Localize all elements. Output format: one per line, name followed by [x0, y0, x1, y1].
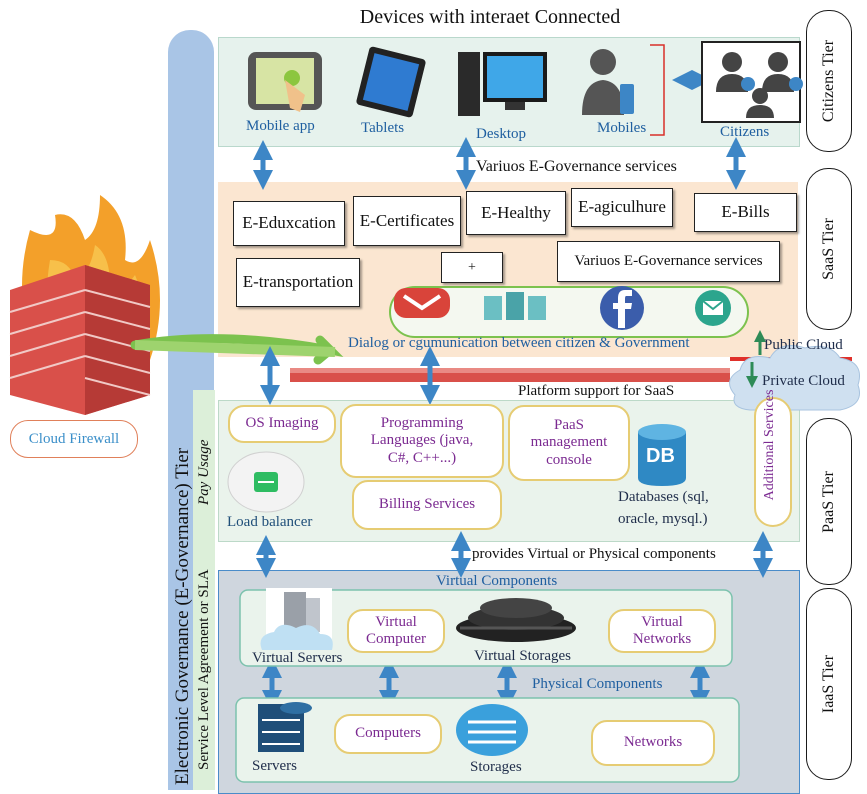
diagram-title: Devices with interaet Connected — [359, 6, 621, 28]
firewall-arrow — [134, 340, 336, 357]
person-mobile-icon — [582, 44, 665, 136]
e-education-box: E-Eduxcation — [233, 201, 345, 246]
paas-console-oval: PaaS management console — [508, 405, 630, 481]
os-imaging-oval: OS Imaging — [228, 405, 336, 443]
services-label: Variuos E-Governance services — [476, 158, 677, 175]
plus-box: + — [441, 252, 503, 283]
citizens-group-icon — [701, 41, 803, 123]
virtual-networks-oval: Virtual Networks — [608, 609, 716, 653]
additional-services-label: Additional Services — [762, 389, 777, 501]
desktop-label: Desktop — [476, 126, 526, 142]
desktop-icon — [458, 52, 547, 116]
virtual-computer-oval: Virtual Computer — [347, 609, 445, 653]
firewall-icon — [9, 195, 160, 415]
private-cloud-label: Private Cloud — [762, 373, 845, 389]
storage-disks-icon — [456, 598, 576, 642]
public-cloud-label: Public Cloud — [764, 337, 843, 353]
virtual-components-label: Virtual Components — [436, 573, 558, 589]
load-balancer-icon — [227, 451, 305, 513]
storage-cylinder-icon — [456, 704, 528, 756]
server-rack-icon — [484, 292, 546, 320]
programming-languages-oval: Programming Languages (java, C#, C++...) — [340, 404, 504, 478]
public-cloud-shape — [729, 345, 860, 411]
virtual-servers-label: Virtual Servers — [252, 650, 343, 666]
server-stack-icon — [258, 702, 312, 752]
mobiles-label: Mobiles — [597, 120, 647, 136]
platform-bar — [290, 368, 730, 382]
gmail-icon — [394, 288, 450, 318]
paas-tier-pill: PaaS Tier — [806, 418, 852, 585]
database-icon — [638, 424, 686, 486]
dialog-label: Dialog or cgumunication between citizen … — [348, 335, 690, 351]
cloud-firewall-pill: Cloud Firewall — [10, 420, 138, 458]
billing-services-oval: Billing Services — [352, 480, 502, 530]
provides-label: provides Virtual or Physical components — [472, 546, 716, 562]
e-agriculture-box: E-agiculhure — [571, 188, 673, 227]
databases-label-1: Databases (sql, — [618, 489, 709, 505]
physical-components-label: Physical Components — [532, 676, 663, 692]
pay-usage-bar — [193, 390, 215, 790]
facebook-icon — [600, 286, 644, 330]
cloud-firewall-label: Cloud Firewall — [28, 430, 120, 447]
computers-oval: Computers — [334, 714, 442, 754]
virtual-storages-label: Virtual Storages — [474, 648, 571, 664]
mobile-app-label: Mobile app — [246, 118, 315, 134]
tablets-label: Tablets — [361, 120, 405, 136]
e-bills-box: E-Bills — [694, 193, 797, 232]
servers-label: Servers — [252, 758, 297, 774]
various-services-box: Variuos E-Governance services — [557, 241, 780, 282]
tablet-icon — [356, 46, 426, 118]
connection-arrows — [253, 70, 773, 710]
dialog-oval — [389, 286, 749, 338]
saas-tier-pill: SaaS Tier — [806, 168, 852, 330]
networks-oval: Networks — [591, 720, 715, 766]
e-certificates-box: E-Certificates — [353, 196, 461, 246]
additional-services-oval — [754, 397, 792, 527]
platform-support-label: Platform support for SaaS — [518, 383, 675, 399]
load-balancer-label: Load balancer — [227, 514, 313, 530]
citizens-tier-pill: Citizens Tier — [806, 10, 852, 152]
e-transportation-box: E-transportation — [236, 258, 360, 307]
e-healthy-box: E-Healthy — [466, 191, 566, 235]
storages-label: Storages — [470, 759, 522, 775]
citizens-label: Citizens — [720, 124, 770, 140]
mail-icon — [695, 290, 731, 326]
cloud-server-icon — [260, 588, 333, 650]
iaas-tier-pill: IaaS Tier — [806, 588, 852, 780]
touch-tablet-icon — [248, 52, 322, 112]
database-icon-label: DB — [646, 445, 675, 467]
databases-label-2: oracle, mysql.) — [618, 511, 708, 527]
